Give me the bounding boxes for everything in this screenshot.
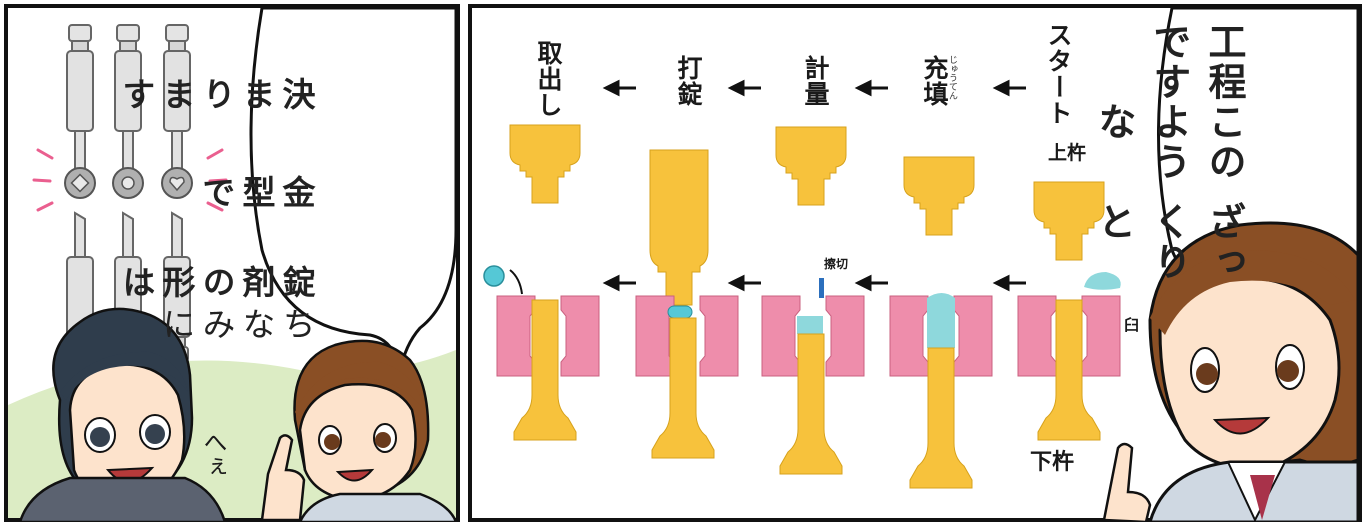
sfx-text: へぇ xyxy=(199,430,227,478)
step-label-ejection: 取出し xyxy=(534,40,563,118)
left-speech-balloon xyxy=(249,6,458,373)
step-label-fill: 充填 xyxy=(920,55,949,107)
step-label-start: スタート xyxy=(1044,22,1073,126)
speech-line-3: 金型で xyxy=(197,174,316,210)
speech-line-1: ざっくりと xyxy=(1092,202,1246,282)
stage-compression-diagram xyxy=(635,149,739,459)
character-right-illustration xyxy=(260,339,458,522)
annotation-scrape: 擦切 xyxy=(824,257,849,271)
stage-start-diagram xyxy=(1017,181,1121,441)
character-explainer-illustration xyxy=(1102,221,1360,522)
annotation-upper-punch: 上杵 xyxy=(1048,142,1087,164)
annotation-lower-punch: 下杵 xyxy=(1030,450,1075,475)
furigana-fill: じゅうてん xyxy=(947,55,957,100)
right-speech-text: ざっくりと このような 工程です xyxy=(1092,22,1252,302)
process-arrows-top xyxy=(602,79,1026,97)
speech-line-2: 錠剤の形は xyxy=(117,264,316,300)
speech-line-3: 工程です xyxy=(1147,22,1246,102)
die-rings-illustration xyxy=(64,167,193,199)
annotation-die: 臼 xyxy=(1124,316,1140,334)
highlight-marks xyxy=(32,148,228,212)
step-label-compression: 打錠 xyxy=(674,55,703,107)
process-arrows-middle xyxy=(602,274,1026,292)
speech-line-1: ちなみに xyxy=(157,307,316,342)
stage-metering-diagram xyxy=(761,126,865,475)
speech-line-2: このような xyxy=(1092,102,1246,182)
left-speech-text: ちなみに 錠剤の形は 金型で 決まります xyxy=(117,22,316,342)
stage-ejection-diagram xyxy=(483,124,600,441)
stage-fill-diagram xyxy=(889,156,993,489)
character-left-illustration xyxy=(18,307,227,522)
speech-line-4: 決まります xyxy=(117,77,316,112)
step-label-metering: 計量 xyxy=(801,55,830,107)
